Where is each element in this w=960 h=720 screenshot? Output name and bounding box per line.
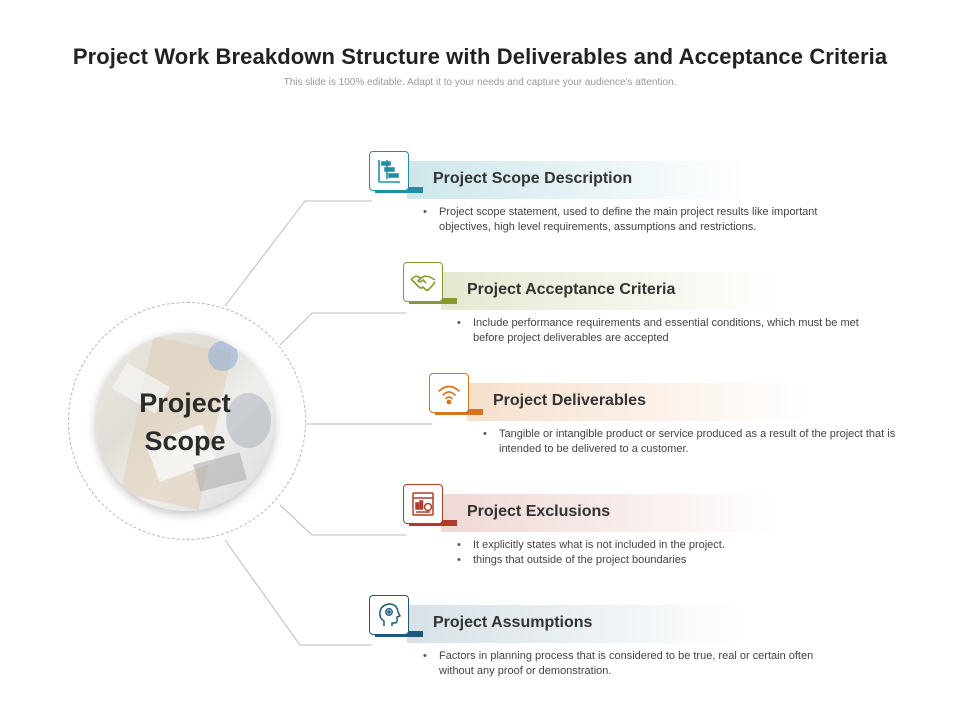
connector-1 [224,200,372,307]
item-band [407,605,747,643]
list-item: Include performance requirements and ess… [457,316,877,346]
item-heading: Project Deliverables [493,392,646,409]
list-item: Tangible or intangible product or servic… [483,427,903,457]
handshake-icon [403,262,443,302]
item-heading: Project Exclusions [467,503,611,520]
item-band [441,494,781,532]
item-description: Include performance requirements and ess… [457,316,877,346]
hub-label-line1: Project [139,388,231,418]
connector-5 [224,539,372,646]
connector-4 [279,504,406,536]
slide-subtitle: This slide is 100% editable. Adapt it to… [283,77,677,88]
item-description: Project scope statement, used to define … [423,205,843,235]
item-band [467,383,807,421]
list-item: Factors in planning process that is cons… [423,649,843,679]
gantt-chart-icon [369,151,409,191]
list-item: It explicitly states what is not include… [457,538,877,553]
hub-ring [68,302,306,540]
list-item: Project scope statement, used to define … [423,205,843,235]
item-heading: Project Acceptance Criteria [467,281,676,298]
document-chart-icon [403,484,443,524]
item-heading: Project Scope Description [433,170,633,187]
item-description: Tangible or intangible product or servic… [483,427,903,457]
item-description: It explicitly states what is not include… [457,538,877,568]
slide-title: Project Work Breakdown Structure with De… [72,44,888,69]
wifi-signal-icon [429,373,469,413]
hub-label: Project Scope [96,384,274,460]
item-heading: Project Assumptions [433,614,593,631]
item-description: Factors in planning process that is cons… [423,649,843,679]
item-band [441,272,781,310]
list-item: things that outside of the project bound… [457,553,877,568]
connector-2 [279,312,406,346]
item-band [407,161,747,199]
hub-label-line2: Scope [144,426,226,456]
hub-photo [96,333,274,511]
head-gear-icon [369,595,409,635]
